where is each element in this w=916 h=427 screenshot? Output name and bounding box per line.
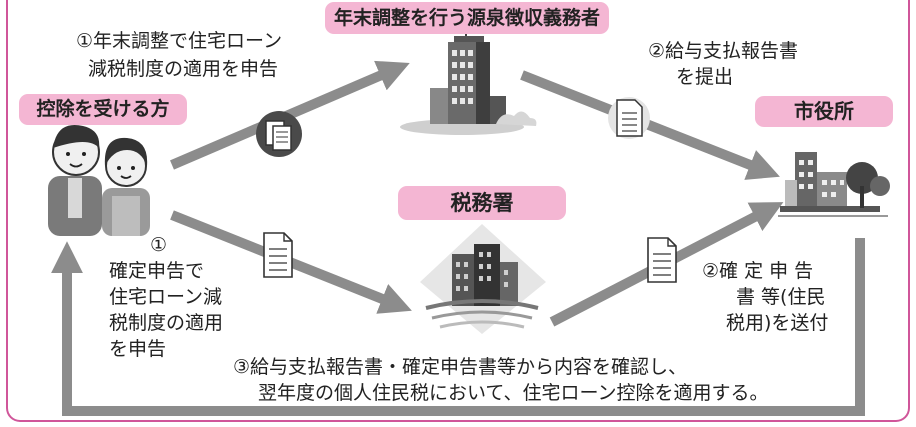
employer-label: 年末調整を行う源泉徴収義務者 — [325, 2, 609, 34]
diagram-frame — [6, 0, 910, 422]
step1-bottom-line4: 税制度の適用 — [109, 312, 224, 334]
step1-bottom-line1: ① — [150, 234, 168, 256]
step1-bottom-line5: を申告 — [109, 338, 167, 360]
step3-line2: 翌年度の個人住民税において、住宅ローン控除を適用する。 — [258, 382, 769, 404]
step2-bottom-line3: 税用)を送付 — [726, 312, 829, 334]
arrow-cityhall-to-person — [50, 238, 865, 416]
step2-bottom-line2: 書 等(住民 — [736, 286, 826, 308]
step1-top-line2: 減税制度の適用を申告 — [88, 58, 279, 80]
taxpayer-couple-icon — [48, 124, 150, 236]
step2-bottom-line1: ②確 定 申 告 — [702, 260, 814, 282]
person-label: 控除を受ける方 — [19, 94, 187, 125]
tax-return-sent-document-icon — [647, 237, 677, 283]
step1-bottom-line2: 確定申告で — [109, 260, 205, 282]
tax-office-label: 税務署 — [398, 186, 566, 220]
city-hall-label: 市役所 — [755, 96, 893, 127]
city-hall-icon — [778, 152, 890, 217]
tax-return-document-icon — [263, 232, 293, 278]
payroll-report-icon — [608, 97, 650, 139]
step1-bottom-line3: 住宅ローン減 — [109, 286, 223, 308]
step1-top-line1: ①年末調整で住宅ローン — [76, 30, 283, 52]
office-building-icon — [400, 22, 537, 135]
document-badge-icon — [256, 111, 302, 157]
step3-line1: ③給与支払報告書・確定申告書等から内容を確認し、 — [233, 356, 688, 378]
tax-office-building-icon — [420, 224, 546, 334]
step2-top-line1: ②給与支払報告書 — [648, 40, 799, 62]
step2-top-line2: を提出 — [676, 66, 734, 88]
